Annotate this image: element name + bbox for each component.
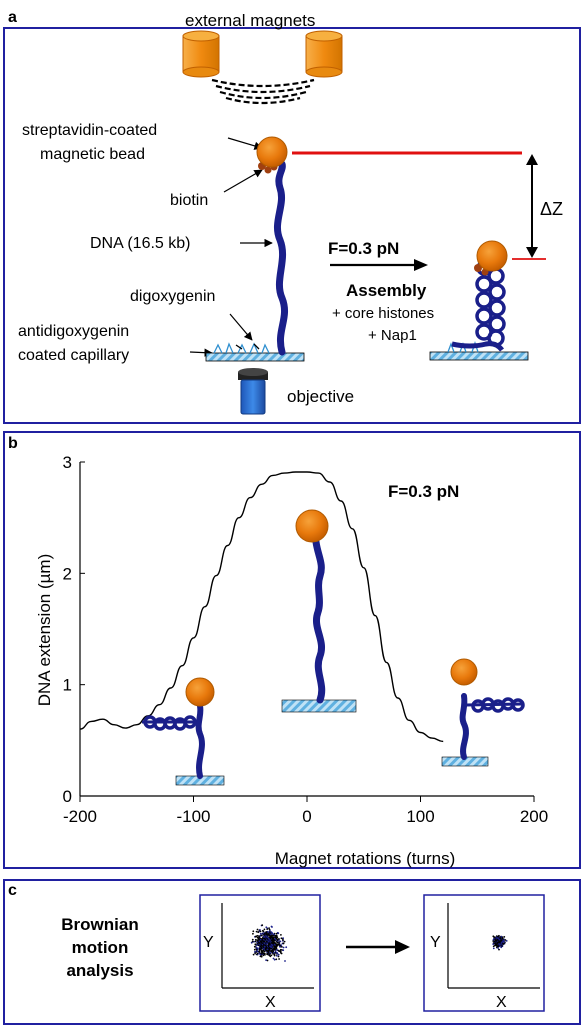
x-axis-label: Magnet rotations (turns)	[275, 849, 455, 868]
left-digoxygenin-linkers	[213, 342, 270, 354]
panel-a-frame	[3, 27, 581, 424]
y-tick-label: 2	[63, 564, 72, 583]
y-tick-label: 0	[63, 787, 72, 806]
dna-label: DNA (16.5 kb)	[90, 235, 190, 252]
x-tick-label: -200	[63, 807, 97, 826]
digoxygenin-label: digoxygenin	[130, 288, 215, 305]
histones-label: + core histones	[332, 305, 434, 322]
x-tick-label: 0	[302, 807, 311, 826]
panel-c-frame	[3, 879, 581, 1025]
brownian-line-1: Brownian	[61, 915, 138, 934]
right-magnet	[305, 30, 343, 78]
brownian-scatter-narrow	[492, 934, 508, 951]
magnetic-field-lines	[211, 78, 315, 105]
plot1-y-label: Y	[203, 934, 214, 951]
brownian-line-3: analysis	[66, 961, 133, 980]
panel-b: b 0 1 2 3 -200 -100 0 100 200 DNA extension (µm…	[3, 431, 581, 869]
panel-b-letter: b	[8, 435, 18, 452]
y-tick-label: 3	[63, 453, 72, 472]
brownian-scatter-wide	[250, 924, 288, 962]
left-capillary-surface	[205, 352, 305, 362]
y-axis-label: DNA extension (µm)	[35, 554, 54, 706]
x-ticks: -200 -100 0 100 200	[63, 796, 548, 826]
biotin-label: biotin	[170, 192, 208, 209]
bead-label-2: magnetic bead	[40, 146, 145, 163]
panel-b-frame	[3, 431, 581, 869]
bead-label-1: streptavidin-coated	[22, 122, 157, 139]
panel-c: c Brownian motion analysis Y X Y X	[3, 879, 581, 1025]
brownian-plot-narrow	[423, 894, 545, 1012]
x-tick-label: -100	[176, 807, 210, 826]
left-magnetic-bead	[256, 136, 288, 168]
panel-a-letter: a	[8, 9, 17, 26]
brownian-plot-wide	[199, 894, 321, 1012]
objective-icon	[238, 368, 268, 415]
panel-c-letter: c	[8, 882, 17, 899]
y-tick-label: 1	[63, 676, 72, 695]
nap1-label: + Nap1	[368, 327, 417, 344]
right-capillary-surface	[429, 351, 529, 361]
extension-curve-line	[79, 471, 444, 743]
x-tick-label: 200	[520, 807, 548, 826]
y-ticks: 0 1 2 3	[63, 453, 85, 806]
brownian-line-2: motion	[72, 938, 129, 957]
left-dna-molecule	[273, 160, 289, 356]
inset-negative-coil	[142, 677, 225, 786]
right-magnetic-bead	[476, 240, 508, 272]
assembly-label: Assembly	[346, 281, 427, 300]
force-label: F=0.3 pN	[328, 239, 399, 258]
left-magnet	[182, 30, 220, 78]
plot1-x-label: X	[265, 994, 276, 1011]
capillary-label-2: coated capillary	[18, 347, 129, 364]
magnets-label: external magnets	[185, 11, 315, 30]
plot2-x-label: X	[496, 994, 507, 1011]
inset-positive-coil	[441, 658, 525, 767]
plot2-y-label: Y	[430, 934, 441, 951]
x-tick-label: 100	[406, 807, 434, 826]
capillary-label-1: antidigoxygenin	[18, 323, 129, 340]
panel-a: a external magnets streptavidin-coated m…	[3, 9, 581, 424]
inset-extended-chromatin	[281, 509, 357, 713]
chart-force-label: F=0.3 pN	[388, 482, 459, 501]
delta-z-label: ΔZ	[540, 199, 563, 219]
objective-label: objective	[287, 387, 354, 406]
right-chromatin-fiber	[475, 260, 506, 347]
